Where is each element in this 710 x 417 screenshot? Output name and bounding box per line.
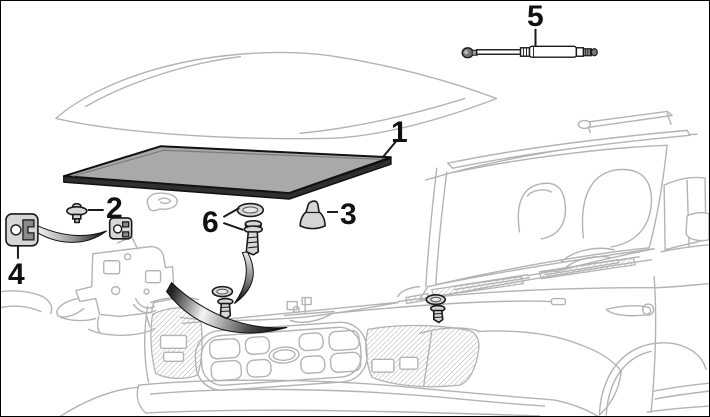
part-retainer-clip-lower	[211, 285, 234, 320]
part-latch-keeper	[5, 213, 39, 247]
part-grommet	[299, 200, 326, 230]
callout-1: 1	[391, 116, 408, 149]
seat-left	[517, 182, 567, 240]
door-handle-knob	[641, 303, 655, 316]
leader-1	[381, 139, 398, 159]
left-body-lines	[1, 290, 53, 315]
bumper-top	[137, 379, 556, 401]
part-gas-strut	[461, 45, 598, 59]
fender-beltline	[397, 282, 709, 303]
swoosh-clip	[233, 251, 254, 304]
seat-right	[581, 168, 653, 248]
rocker-line	[646, 405, 709, 413]
hood-panel	[55, 51, 498, 140]
right-headlight-divider	[423, 330, 433, 386]
callout-3: 3	[340, 198, 357, 231]
callout-4: 4	[8, 258, 25, 291]
bumper-bottom	[60, 384, 599, 416]
hood-latch-assembly	[56, 236, 176, 336]
body-side-molding	[653, 382, 709, 400]
seat-left-headrest	[526, 189, 553, 197]
roof-rack-foot	[577, 119, 592, 130]
windshield-right	[648, 144, 668, 249]
part-push-pin	[66, 202, 88, 224]
release-cable	[331, 300, 553, 315]
windshield-top	[454, 144, 668, 173]
hood-crease-left	[85, 56, 242, 108]
leader-6a	[222, 207, 240, 218]
cable-end-fitting	[550, 297, 567, 306]
roof-rack-rail	[447, 129, 691, 169]
grille	[194, 321, 368, 391]
side-mirror	[685, 211, 709, 242]
cowl-top-edge	[427, 248, 654, 288]
wheel-arch-inner	[605, 350, 652, 416]
part-retainer-clip-fender	[425, 293, 447, 324]
hood-crease-right	[299, 97, 466, 135]
wiper-right	[541, 256, 640, 276]
insulation-pad	[62, 145, 392, 200]
pad-inset-line	[72, 149, 382, 177]
callout-2: 2	[106, 192, 123, 225]
roof-edge-line	[425, 133, 698, 181]
swoosh-arrows	[37, 225, 288, 334]
left-headlight-reflector-2	[162, 351, 185, 362]
window-sill	[660, 244, 709, 253]
bumper-rub-strip	[149, 388, 546, 407]
roof-rack-supports	[587, 112, 672, 134]
door-handle	[605, 305, 652, 317]
right-fender	[419, 327, 622, 416]
hood-latch-mechanism	[283, 296, 335, 324]
right-headlight-reflector-2	[399, 356, 419, 370]
right-headlight-reflector	[371, 358, 395, 373]
roof-rack-crossbar	[583, 110, 673, 129]
part-retainer-clip-upper	[236, 202, 265, 256]
leader-6b	[223, 221, 244, 231]
a-pillar-outer	[425, 167, 438, 288]
wheel-arch	[598, 342, 707, 416]
callout-6: 6	[202, 206, 219, 239]
ghost-curl-sketch	[146, 192, 178, 212]
hood-outline	[55, 51, 498, 140]
vehicle-line-art	[1, 110, 709, 416]
cowl-corner	[397, 285, 421, 298]
callout-5: 5	[527, 0, 544, 33]
swoosh-grille	[165, 281, 288, 334]
part-keeper-clip	[108, 217, 133, 240]
right-headlight	[365, 324, 480, 388]
callout-leader-lines	[16, 28, 537, 259]
windshield-bottom	[435, 247, 650, 286]
door-front-edge	[650, 275, 657, 413]
a-pillar-inner	[435, 171, 448, 286]
wiper-left	[451, 270, 557, 291]
pad-top-surface	[62, 145, 392, 195]
left-headlight-reflector	[159, 334, 188, 350]
swoosh-keeper	[37, 225, 108, 243]
